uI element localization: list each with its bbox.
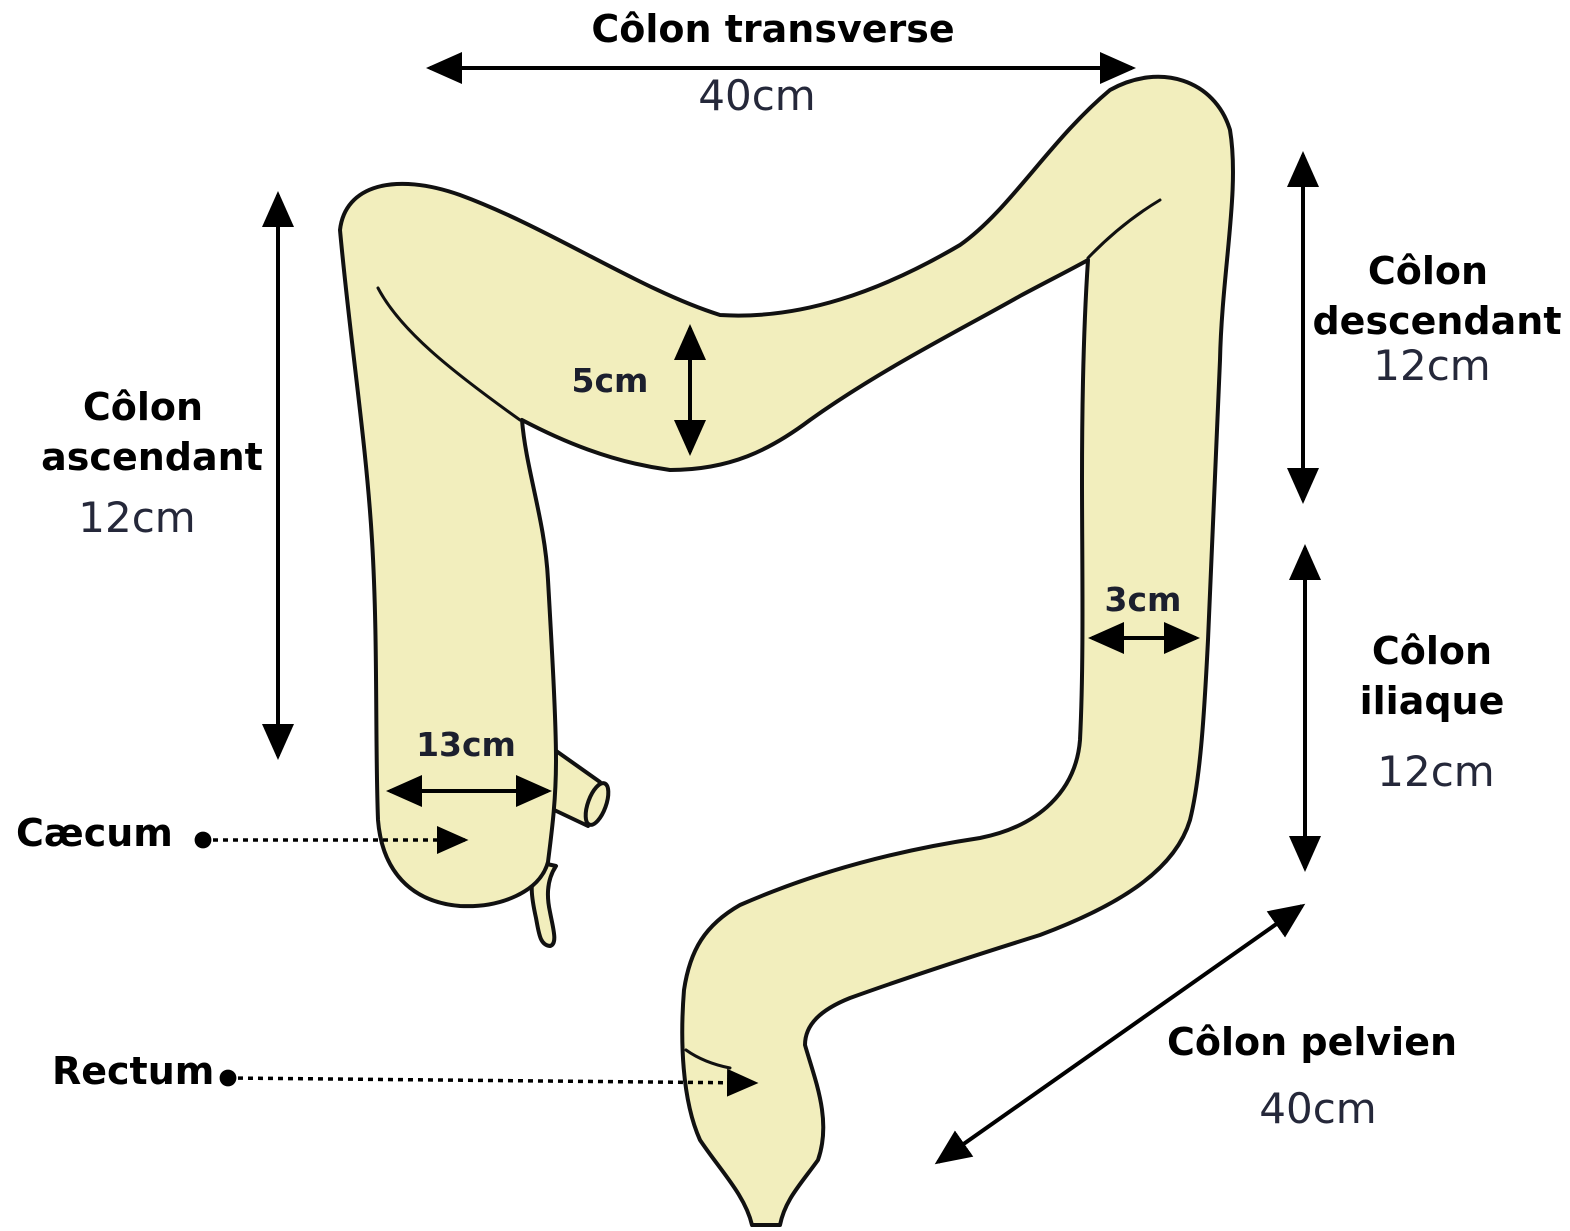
pelvic-name: Côlon pelvien xyxy=(1167,1020,1457,1064)
ascending-length: 12cm xyxy=(78,493,195,542)
rectum-label: Rectum xyxy=(52,1049,214,1093)
caecum-diameter: 13cm xyxy=(416,725,516,764)
iliac-length: 12cm xyxy=(1377,747,1494,796)
transverse-diameter: 5cm xyxy=(572,361,649,400)
descending-name-line1: Côlon xyxy=(1368,249,1488,293)
transverse-length: 40cm xyxy=(698,71,815,120)
rectum-pointer xyxy=(228,1078,755,1083)
descending-diameter: 3cm xyxy=(1105,580,1182,619)
colon-body xyxy=(340,77,1233,1225)
colon-illustration xyxy=(340,77,1233,1225)
ascending-name-line2: ascendant xyxy=(41,435,263,479)
transverse-name: Côlon transverse xyxy=(591,7,954,51)
iliac-name-line1: Côlon xyxy=(1372,629,1492,673)
descending-name-line2: descendant xyxy=(1312,299,1561,343)
descending-length: 12cm xyxy=(1373,341,1490,390)
iliac-name-line2: iliaque xyxy=(1360,679,1505,723)
pelvic-length: 40cm xyxy=(1259,1084,1376,1133)
ascending-name-line1: Côlon xyxy=(83,385,203,429)
caecum-label: Cæcum xyxy=(16,811,173,855)
